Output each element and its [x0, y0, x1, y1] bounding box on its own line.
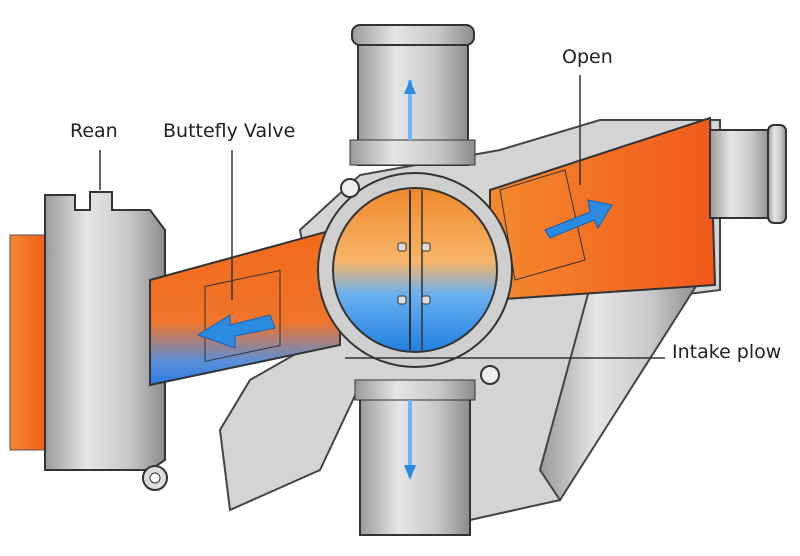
label-open: Open	[562, 46, 613, 68]
flow-arrow-right-icon	[544, 199, 613, 239]
label-intake-flow: Intake plow	[672, 341, 782, 363]
label-butterfly-valve: Buttefly Valve	[163, 120, 296, 142]
label-rean: Rean	[70, 120, 118, 142]
left-housing	[44, 191, 166, 471]
outlet-nozzle	[709, 129, 771, 219]
butterfly-disc	[332, 187, 498, 353]
flow-arrow-left-icon	[196, 314, 276, 349]
bottom-pipe	[359, 384, 471, 536]
left-flow-strip	[9, 234, 51, 451]
intake-pipe-left	[149, 226, 341, 387]
